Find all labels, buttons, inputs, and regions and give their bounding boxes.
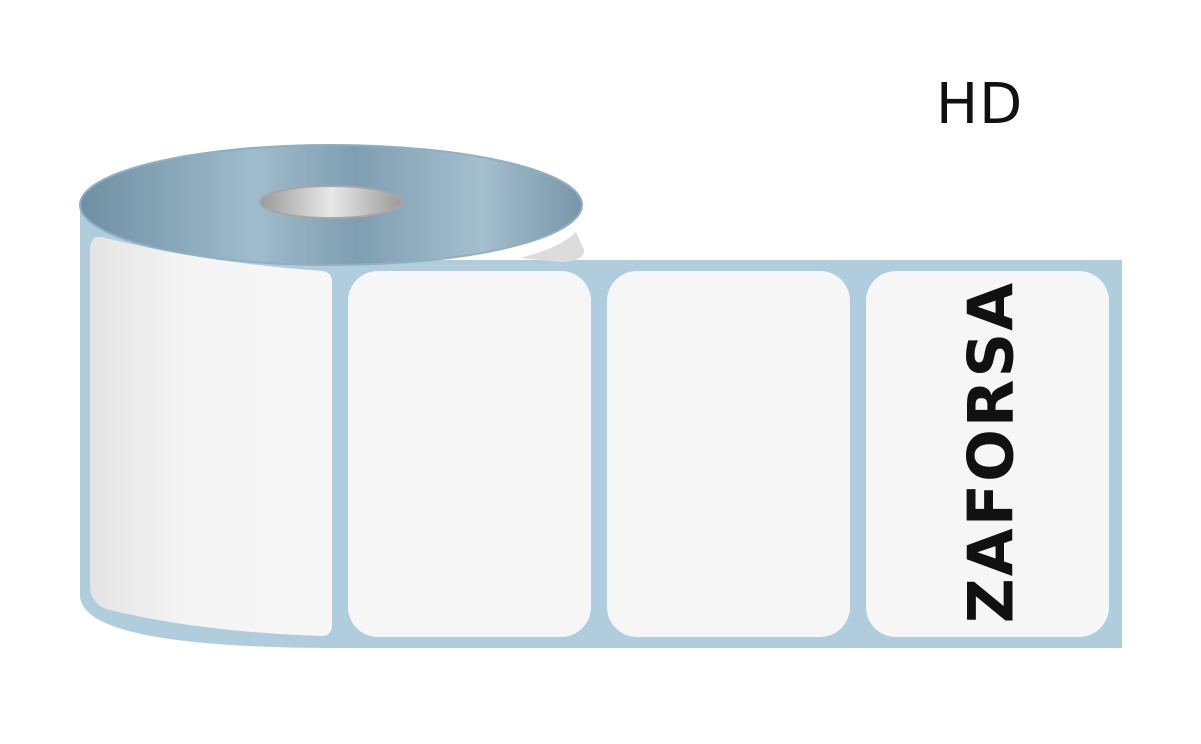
label-3 — [866, 271, 1109, 637]
label-brand-text: ZAFORSA — [954, 280, 1028, 624]
label-brand-text-wrap: ZAFORSA — [948, 280, 1034, 624]
label-2 — [607, 271, 850, 637]
label-1 — [348, 271, 591, 637]
hd-badge: HD — [936, 72, 1024, 137]
roll-core — [259, 185, 403, 219]
roll-inner-label-edge — [520, 232, 584, 262]
roll-wrapped-label — [90, 237, 332, 636]
